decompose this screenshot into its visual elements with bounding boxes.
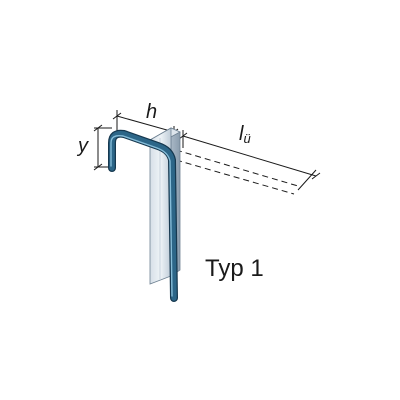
dimension-y (93, 124, 112, 171)
rebar-highlight (110, 134, 173, 297)
label-y: y (76, 135, 89, 157)
label-type: Typ 1 (205, 255, 264, 282)
hidden-bar-lower-edge (175, 159, 295, 195)
dimension-h-line (116, 115, 175, 133)
dimension-lu (178, 130, 321, 191)
hidden-bar-dashed (175, 149, 299, 195)
dimension-lu-ext-right (297, 169, 317, 191)
dimension-lu-tick-right (311, 172, 321, 180)
label-l-main: l (239, 123, 244, 145)
dimension-y-tick-top (93, 124, 103, 132)
rebar (108, 129, 178, 302)
label-l: lü (239, 123, 251, 146)
dimension-y-tick-bottom (93, 163, 103, 171)
label-l-sub: ü (243, 131, 250, 146)
dimension-h-tick-left (112, 112, 122, 120)
label-h: h (146, 101, 157, 123)
dimension-lu-line (182, 135, 317, 177)
hidden-bar-upper-edge (175, 149, 299, 187)
